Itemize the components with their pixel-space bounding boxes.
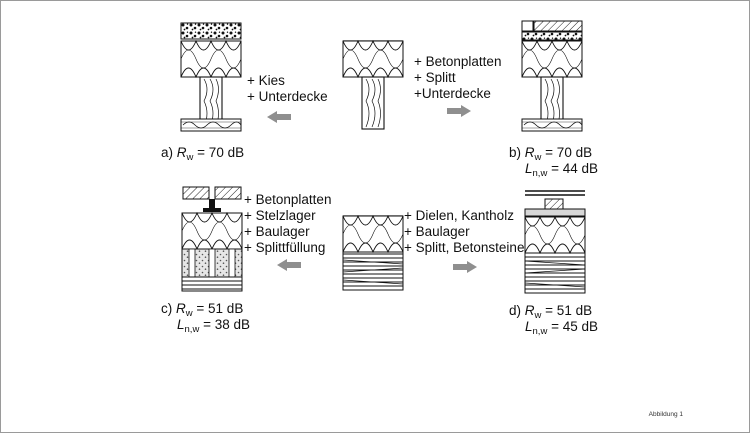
addition: + Unterdecke [247, 89, 328, 104]
figure-footer-label: Abbildung 1 [648, 411, 683, 418]
arrow-to-c [277, 259, 301, 271]
addition: + Dielen, Kantholz [404, 208, 514, 223]
addition: + Stelzlager [244, 208, 316, 223]
panel-d-additions: + Dielen, Kantholz + Baulager + Splitt, … [404, 208, 524, 256]
panel-b-section [521, 20, 583, 132]
panel-d-caption: d) Rw = 51 dB Ln,w = 45 dB [509, 303, 598, 337]
addition: + Betonplatten [244, 192, 332, 207]
panel-c-caption: c) Rw = 51 dB Ln,w = 38 dB [161, 301, 250, 335]
panel-a-section [180, 22, 242, 132]
addition: + Betonplatten [414, 54, 502, 69]
panel-c-section [181, 186, 243, 292]
base-floor-top [342, 40, 404, 130]
panel-a-caption: a) Rw = 70 dB [161, 145, 245, 163]
panel-a-additions: + Kies + Unterdecke [247, 73, 328, 105]
panel-d-section [524, 190, 586, 294]
arrow-to-a [267, 111, 291, 123]
base-floor-bottom [342, 215, 404, 291]
panel-b-additions: + Betonplatten + Splitt +Unterdecke [414, 54, 501, 102]
addition: +Unterdecke [414, 86, 491, 101]
arrow-to-b [447, 105, 471, 117]
addition: + Baulager [244, 224, 310, 239]
panel-b-caption: b) Rw = 70 dB Ln,w = 44 dB [509, 145, 598, 179]
addition: + Kies [247, 73, 285, 88]
arrow-to-d [453, 261, 477, 273]
addition: + Splitt [414, 70, 456, 85]
panel-c-additions: + Betonplatten + Stelzlager + Baulager +… [244, 192, 331, 256]
addition: + Baulager [404, 224, 470, 239]
addition: + Splittfüllung [244, 240, 326, 255]
addition: + Splitt, Betonsteine [404, 240, 525, 255]
